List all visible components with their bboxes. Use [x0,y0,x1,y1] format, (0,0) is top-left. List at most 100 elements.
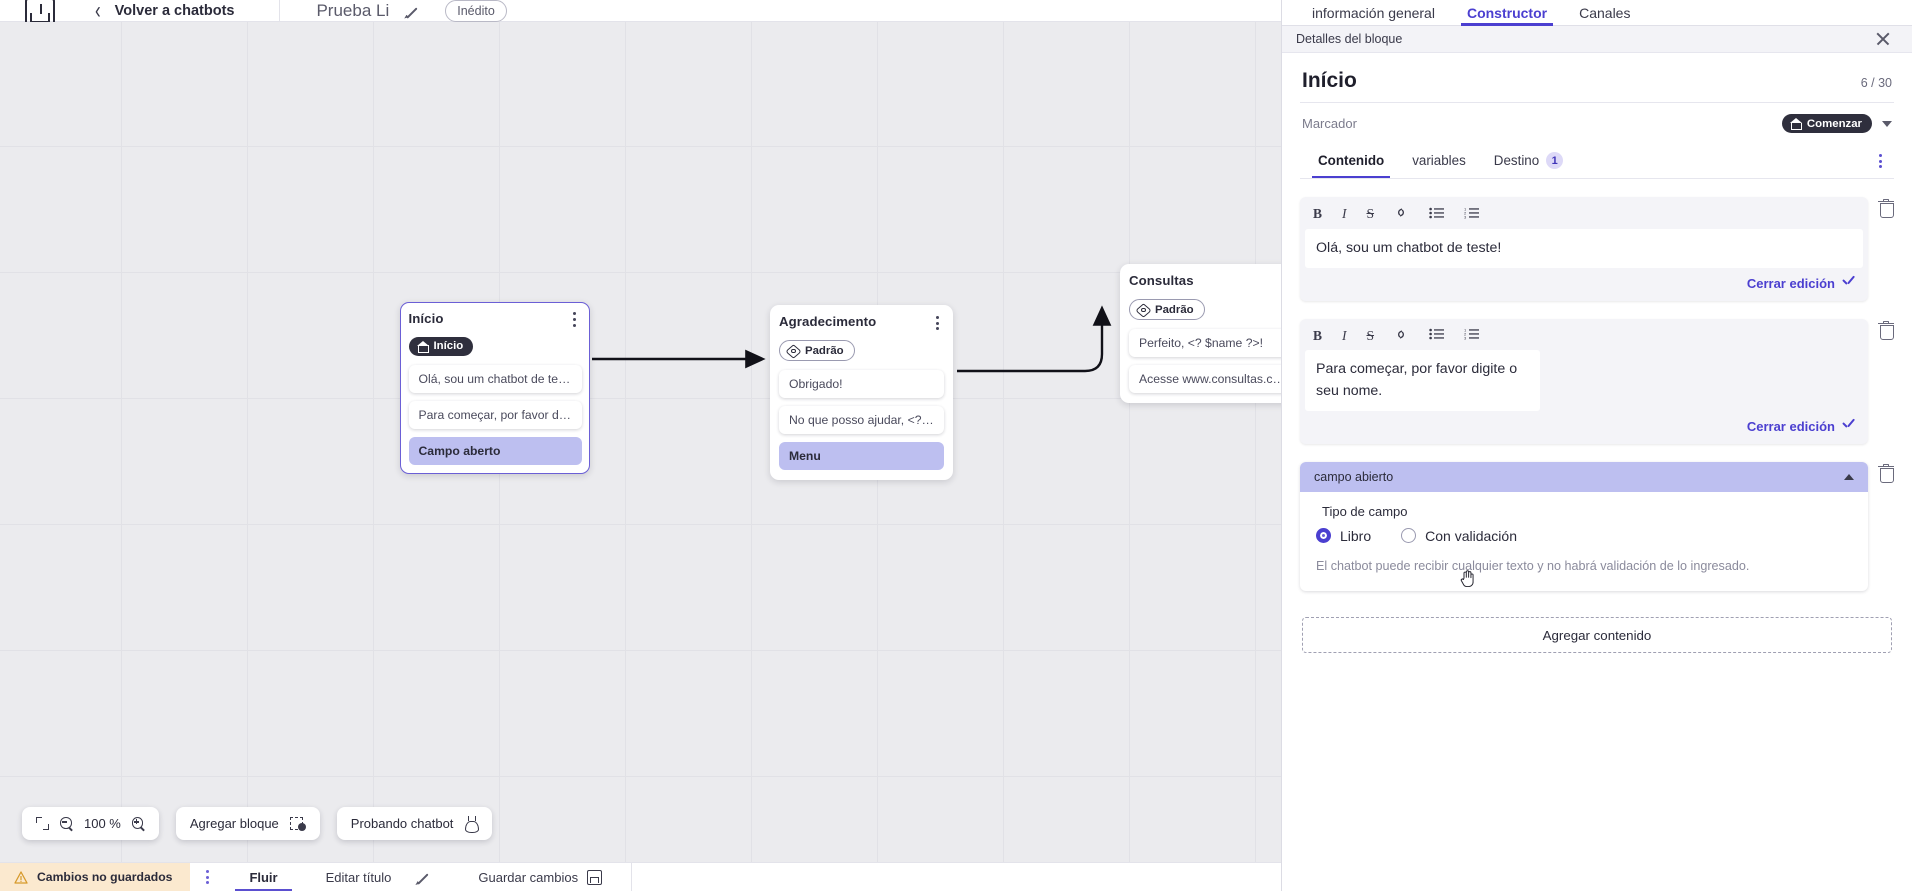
status-menu-button[interactable] [190,863,225,891]
panel-more-button[interactable] [1867,153,1894,169]
marker-badge-label: Comenzar [1806,117,1862,130]
node-row[interactable]: No que posso ajudar, <? $name ... [779,405,944,434]
italic-icon[interactable]: I [1342,206,1347,221]
open-field-item: campo abierto Tipo de campo Libro [1300,461,1894,592]
radio-libro-label: Libro [1340,527,1372,544]
node-row[interactable]: Campo aberto [408,436,582,465]
trash-icon[interactable] [1878,199,1894,218]
node-title: Consultas [1129,273,1194,288]
tab-informacion-general[interactable]: información general [1312,4,1435,21]
marker-badge[interactable]: Comenzar [1781,114,1872,133]
check-icon [1842,421,1855,431]
trash-icon[interactable] [1878,463,1894,483]
flow-node-inicio[interactable]: Início Início Olá, sou um chatbot de tes… [400,302,590,474]
radio-dot-selected [1316,528,1331,544]
tab-fluir[interactable]: Fluir [225,863,301,891]
open-field-title: campo abierto [1314,469,1394,484]
chevron-down-icon[interactable] [1882,120,1892,127]
strikethrough-icon[interactable]: S [1366,206,1375,221]
bullet-list-icon[interactable] [1429,207,1445,222]
node-title: Agradecimento [779,314,877,329]
zoom-in-icon[interactable] [131,817,145,830]
node-row[interactable]: Acesse www.consultas.com par... [1129,364,1297,393]
warning-triangle-icon [14,870,28,884]
panel-tab-bar: información general Constructor Canales [1282,0,1912,26]
tab-variables[interactable]: variables [1398,145,1480,177]
node-row[interactable]: Para começar, por favor digite o ... [408,400,582,429]
editor-text[interactable]: Para começar, por favor digite o seu nom… [1305,350,1540,411]
bullet-list-icon[interactable] [1429,328,1445,343]
top-bar: ‹ Volver a chatbots Prueba Li Inédito [0,0,1561,28]
tab-destino-label: Destino [1493,153,1540,168]
tag-icon [788,345,800,357]
close-edit-button[interactable]: Cerrar edición [1747,276,1855,291]
link-icon[interactable] [1394,328,1409,344]
close-edit-label: Cerrar edición [1746,418,1835,434]
node-row[interactable]: Obrigado! [779,369,944,398]
close-icon[interactable] [1876,32,1890,46]
add-content-button[interactable]: Agregar contenido [1302,617,1892,654]
strikethrough-icon[interactable]: S [1366,327,1375,343]
add-block-label: Agregar bloque [189,816,279,831]
add-block-button[interactable]: Agregar bloque + [175,807,320,840]
back-to-chatbots-link[interactable]: Volver a chatbots [114,2,235,19]
node-row[interactable]: Menu [779,441,944,470]
zoom-controls[interactable]: 100 % [22,807,159,840]
add-content-label: Agregar contenido [1542,627,1652,643]
bold-icon[interactable]: B [1313,206,1323,221]
node-header: Consultas [1129,273,1297,291]
radio-libro[interactable]: Libro [1316,528,1371,544]
chevron-up-icon[interactable] [1844,473,1854,480]
block-count: 6 / 30 [1860,76,1892,90]
check-icon [1842,278,1855,288]
pencil-icon[interactable] [403,3,419,19]
status-badge: Inédito [445,0,507,22]
svg-text:2: 2 [1464,332,1467,337]
edit-title-button[interactable]: Editar título [302,863,455,891]
node-menu-button[interactable] [568,311,582,329]
tab-destino[interactable]: Destino 1 [1480,144,1577,178]
tab-canales[interactable]: Canales [1579,4,1631,21]
node-header: Agradecimento [779,314,944,332]
editor-footer: Cerrar edición [1305,268,1863,296]
node-menu-button[interactable] [930,314,944,332]
node-row[interactable]: Perfeito, <? $name ?>! [1129,328,1297,357]
tab-contenido[interactable]: Contenido [1304,145,1398,178]
zoom-out-icon[interactable] [60,817,73,830]
node-row[interactable]: Olá, sou um chatbot de teste! [408,364,582,393]
save-changes-label: Guardar cambios [478,869,579,885]
tab-fluir-label: Fluir [249,869,278,885]
link-icon[interactable] [1394,206,1409,222]
svg-text:1: 1 [1464,328,1467,333]
test-chatbot-button[interactable]: Probando chatbot [336,807,493,840]
editor-text[interactable]: Olá, sou um chatbot de teste! [1305,228,1863,268]
panel-subheader-title: Detalles del bloque [1296,32,1403,46]
close-edit-button[interactable]: Cerrar edición [1747,419,1855,434]
field-type-label: Tipo de campo [1322,503,1408,519]
radio-con-validacion[interactable]: Con validación [1401,528,1517,544]
bold-icon[interactable]: B [1313,327,1323,343]
unsaved-changes-indicator: Cambios no guardados [0,863,191,891]
chevron-left-icon[interactable]: ‹ [95,0,101,24]
save-changes-button[interactable]: Guardar cambios [454,863,625,891]
flow-node-consultas[interactable]: Consultas Padrão Perfeito, <? $name ?>! … [1120,264,1306,403]
flow-node-agradecimento[interactable]: Agradecimento Padrão Obrigado! No que po… [770,305,953,480]
home-icon [1789,118,1803,130]
italic-icon[interactable]: I [1342,327,1347,343]
right-panel: información general Constructor Canales … [1281,0,1912,891]
open-field-header[interactable]: campo abierto [1300,461,1868,492]
tab-constructor[interactable]: Constructor [1451,0,1563,26]
node-title: Início [408,310,444,326]
fit-screen-icon[interactable] [36,817,49,830]
open-field-card: campo abierto Tipo de campo Libro [1300,461,1868,592]
zoom-level-label: 100 % [84,816,121,831]
edit-title-label: Editar título [325,869,392,885]
svg-text:3: 3 [1464,336,1467,340]
trash-icon[interactable] [1878,320,1894,340]
statusbar-divider [631,863,1561,891]
